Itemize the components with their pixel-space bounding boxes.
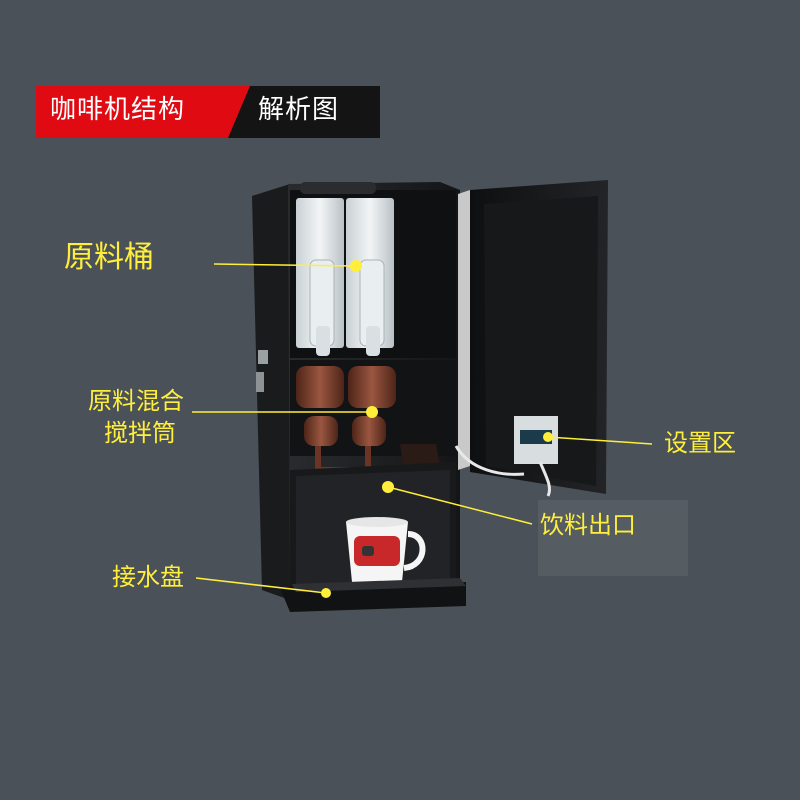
dot-drip-tray — [321, 588, 331, 598]
label-mixer-line2: 搅拌筒 — [104, 419, 176, 447]
leader-outlet — [387, 486, 533, 525]
leader-hopper — [213, 263, 357, 267]
label-settings: 设置区 — [664, 429, 736, 457]
dot-mixer — [366, 406, 378, 418]
shadow-block — [538, 500, 688, 576]
marker-dots — [321, 260, 553, 598]
label-mixer-line1: 原料混合 — [88, 387, 184, 415]
label-drip-tray: 接水盘 — [112, 563, 184, 591]
dot-settings — [543, 432, 553, 442]
title-right: 解析图 — [258, 95, 340, 125]
label-outlet: 饮料出口 — [540, 511, 636, 539]
open-door — [454, 180, 608, 497]
dot-outlet — [382, 481, 394, 493]
cup — [346, 517, 426, 582]
dot-hopper — [350, 260, 362, 272]
leader-drip-tray — [195, 577, 327, 594]
leader-settings — [547, 436, 653, 445]
ingredient-hoppers — [296, 198, 394, 356]
leader-lines — [192, 263, 653, 594]
title-left: 咖啡机结构 — [50, 95, 186, 125]
label-hopper: 原料桶 — [64, 240, 154, 275]
